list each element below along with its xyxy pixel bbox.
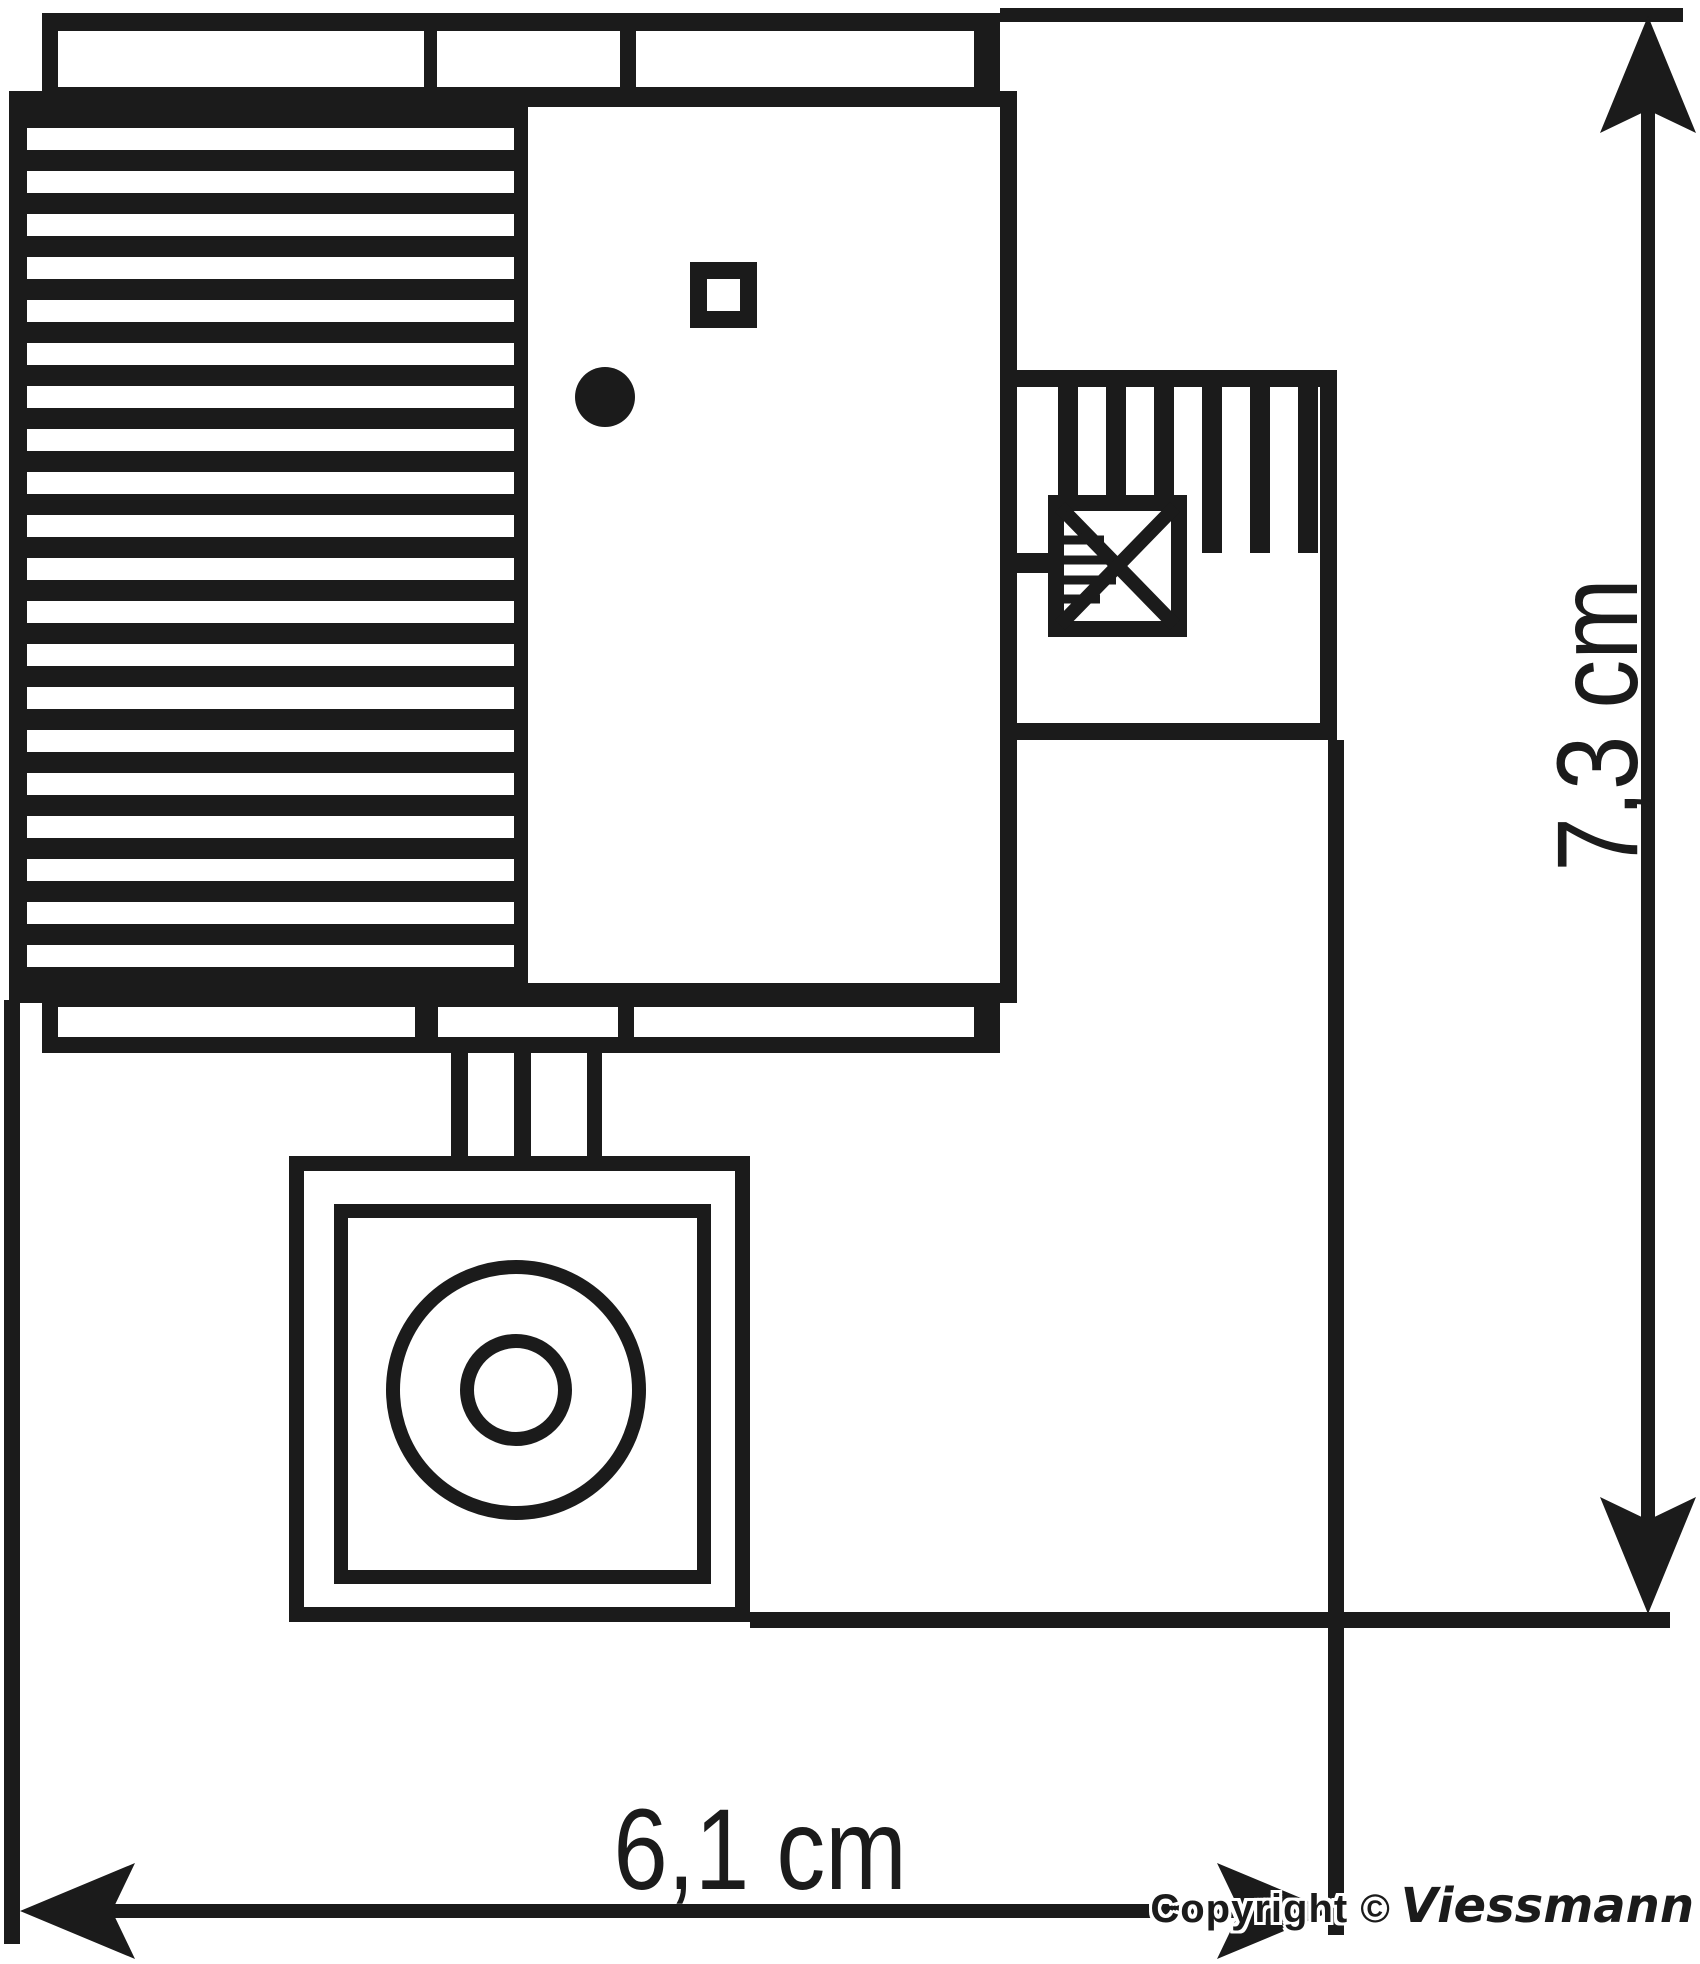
stair-shaft-box — [1048, 495, 1187, 637]
dimension-line-horizontal — [105, 1904, 1247, 1918]
roof-panel — [437, 31, 620, 87]
stairs-landing-wall — [1017, 553, 1048, 573]
dimension-line-vertical — [1641, 105, 1655, 1525]
roof-panel — [58, 1007, 415, 1037]
extension-line-top — [1000, 8, 1683, 22]
extension-line-right — [1328, 740, 1344, 1935]
round-marker-dot — [575, 367, 635, 427]
stairs-right-wall — [1320, 370, 1337, 740]
copyright-brand: Viessmann — [1400, 1878, 1694, 1934]
hatched-wall-area — [27, 107, 514, 983]
flue-connector-line — [587, 1053, 602, 1165]
roof-panel — [438, 1007, 618, 1037]
square-marker — [690, 262, 757, 328]
roof-panel — [636, 31, 974, 87]
roof-panel — [58, 31, 424, 87]
chimney-flue-inner-circle — [460, 1334, 572, 1446]
copyright-prefix: Copyright © — [1150, 1887, 1391, 1931]
dimension-height-label: 7,3 cm — [1534, 578, 1662, 872]
flue-connector-line — [514, 1053, 531, 1165]
roof-edge-top — [42, 13, 1000, 100]
roof-panel — [634, 1007, 974, 1037]
stairs-top-wall — [1015, 370, 1337, 387]
extension-line-left — [4, 1000, 20, 1944]
roof-edge-bottom — [42, 1000, 1000, 1053]
copyright-notice: Copyright ©Viessmann — [1150, 1878, 1694, 1934]
flue-connector-line — [451, 1053, 468, 1165]
stairs-bottom-wall — [1015, 723, 1337, 740]
dimension-width-label: 6,1 cm — [613, 1786, 907, 1914]
interior-wall — [514, 107, 528, 983]
extension-line-bottom — [750, 1612, 1670, 1628]
